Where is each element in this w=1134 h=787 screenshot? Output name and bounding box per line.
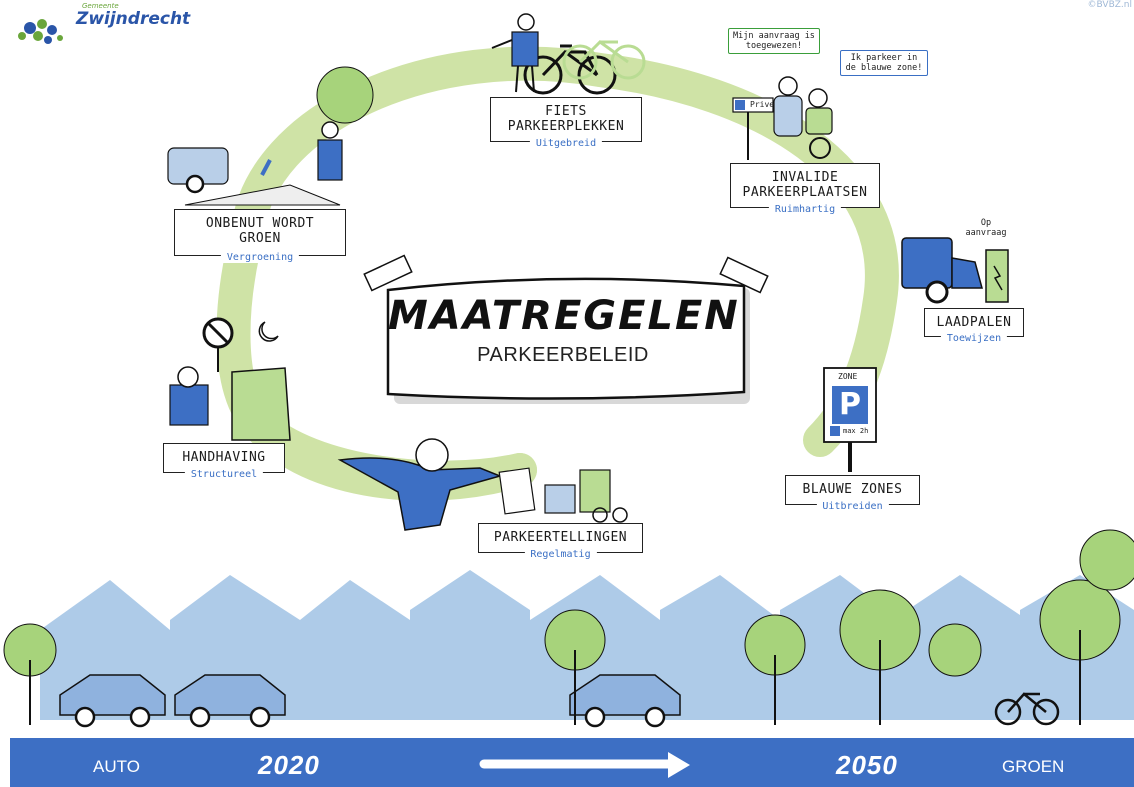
on-request-note: Op aanvraag: [965, 218, 1007, 238]
car-charging-icon: [901, 237, 1009, 304]
bicycle-icon: [562, 40, 646, 80]
blue-zone-sign-icon: [823, 367, 877, 472]
measure-bike-parking: FIETS PARKEERPLEKKEN Uitgebreid: [490, 97, 642, 149]
zone-sign-time: max 2h: [843, 427, 869, 435]
measure-title: PARKEERTELLINGEN: [493, 530, 628, 545]
measure-subtitle: Regelmatig: [524, 549, 597, 560]
center-sign: [363, 254, 769, 404]
prive-sign-text: Prive: [750, 100, 775, 109]
copyright: ©BVBZ.nl: [1087, 0, 1132, 10]
measure-greening: ONBENUT WORDT GROEN Vergroening: [174, 209, 346, 263]
timeline-right-label: GROEN: [1002, 757, 1065, 776]
page-title: MAATREGELEN: [388, 293, 740, 339]
page-subtitle: PARKEERBELEID: [477, 344, 649, 366]
logo-name: Zwijndrecht: [76, 9, 191, 29]
measure-title: LAADPALEN: [936, 315, 1012, 330]
zone-sign-letter: P: [839, 387, 861, 422]
prive-sign-icon: [732, 97, 774, 160]
bicycle-icon: [523, 44, 617, 95]
measure-title: INVALIDE PARKEERPLAATSEN: [742, 170, 868, 200]
timeline-end-year: 2050: [836, 750, 898, 780]
measure-parking-counts: PARKEERTELLINGEN Regelmatig: [478, 523, 643, 560]
car-icon: [569, 674, 681, 728]
logo-prefix: Gemeente: [82, 2, 119, 10]
measure-subtitle: Uitbreiden: [816, 501, 889, 512]
car-icon: [59, 674, 166, 728]
greening-icon: [167, 66, 374, 206]
measure-title: FIETS PARKEERPLEKKEN: [507, 104, 625, 134]
timeline-start-year: 2020: [258, 750, 320, 780]
measure-disabled-parking: INVALIDE PARKEERPLAATSEN Ruimhartig: [730, 163, 880, 215]
person-icon: [491, 13, 539, 93]
measure-subtitle: Vergroening: [220, 252, 300, 263]
measure-charging-points: LAADPALEN Toewijzen: [924, 308, 1024, 344]
enforcement-icon: [169, 317, 291, 441]
measure-enforcement: HANDHAVING Structureel: [163, 443, 285, 480]
tree-trunk: [29, 630, 1081, 725]
counting-person-icon: [337, 438, 628, 531]
people-icon: [773, 76, 833, 159]
measure-subtitle: Ruimhartig: [768, 204, 842, 215]
measure-blue-zones: BLAUWE ZONES Uitbreiden: [785, 475, 920, 512]
speech-bubble-blue-zone: Ik parkeer in de blauwe zone!: [840, 50, 928, 76]
measure-subtitle: Uitgebreid: [529, 138, 603, 149]
car-icon: [174, 674, 286, 728]
measure-title: HANDHAVING: [182, 450, 266, 465]
speech-bubble-assigned: Mijn aanvraag is toegewezen!: [728, 28, 820, 54]
timeline-left-label: AUTO: [93, 757, 140, 776]
zone-sign-top: ZONE: [838, 372, 858, 381]
measure-title: BLAUWE ZONES: [802, 482, 903, 497]
measure-subtitle: Structureel: [184, 469, 264, 480]
measure-subtitle: Toewijzen: [940, 333, 1008, 344]
bicycle-icon: [994, 692, 1060, 726]
measure-title: ONBENUT WORDT GROEN: [205, 216, 315, 246]
arrow-right-icon: [479, 752, 690, 778]
logo-icon: [18, 19, 63, 44]
